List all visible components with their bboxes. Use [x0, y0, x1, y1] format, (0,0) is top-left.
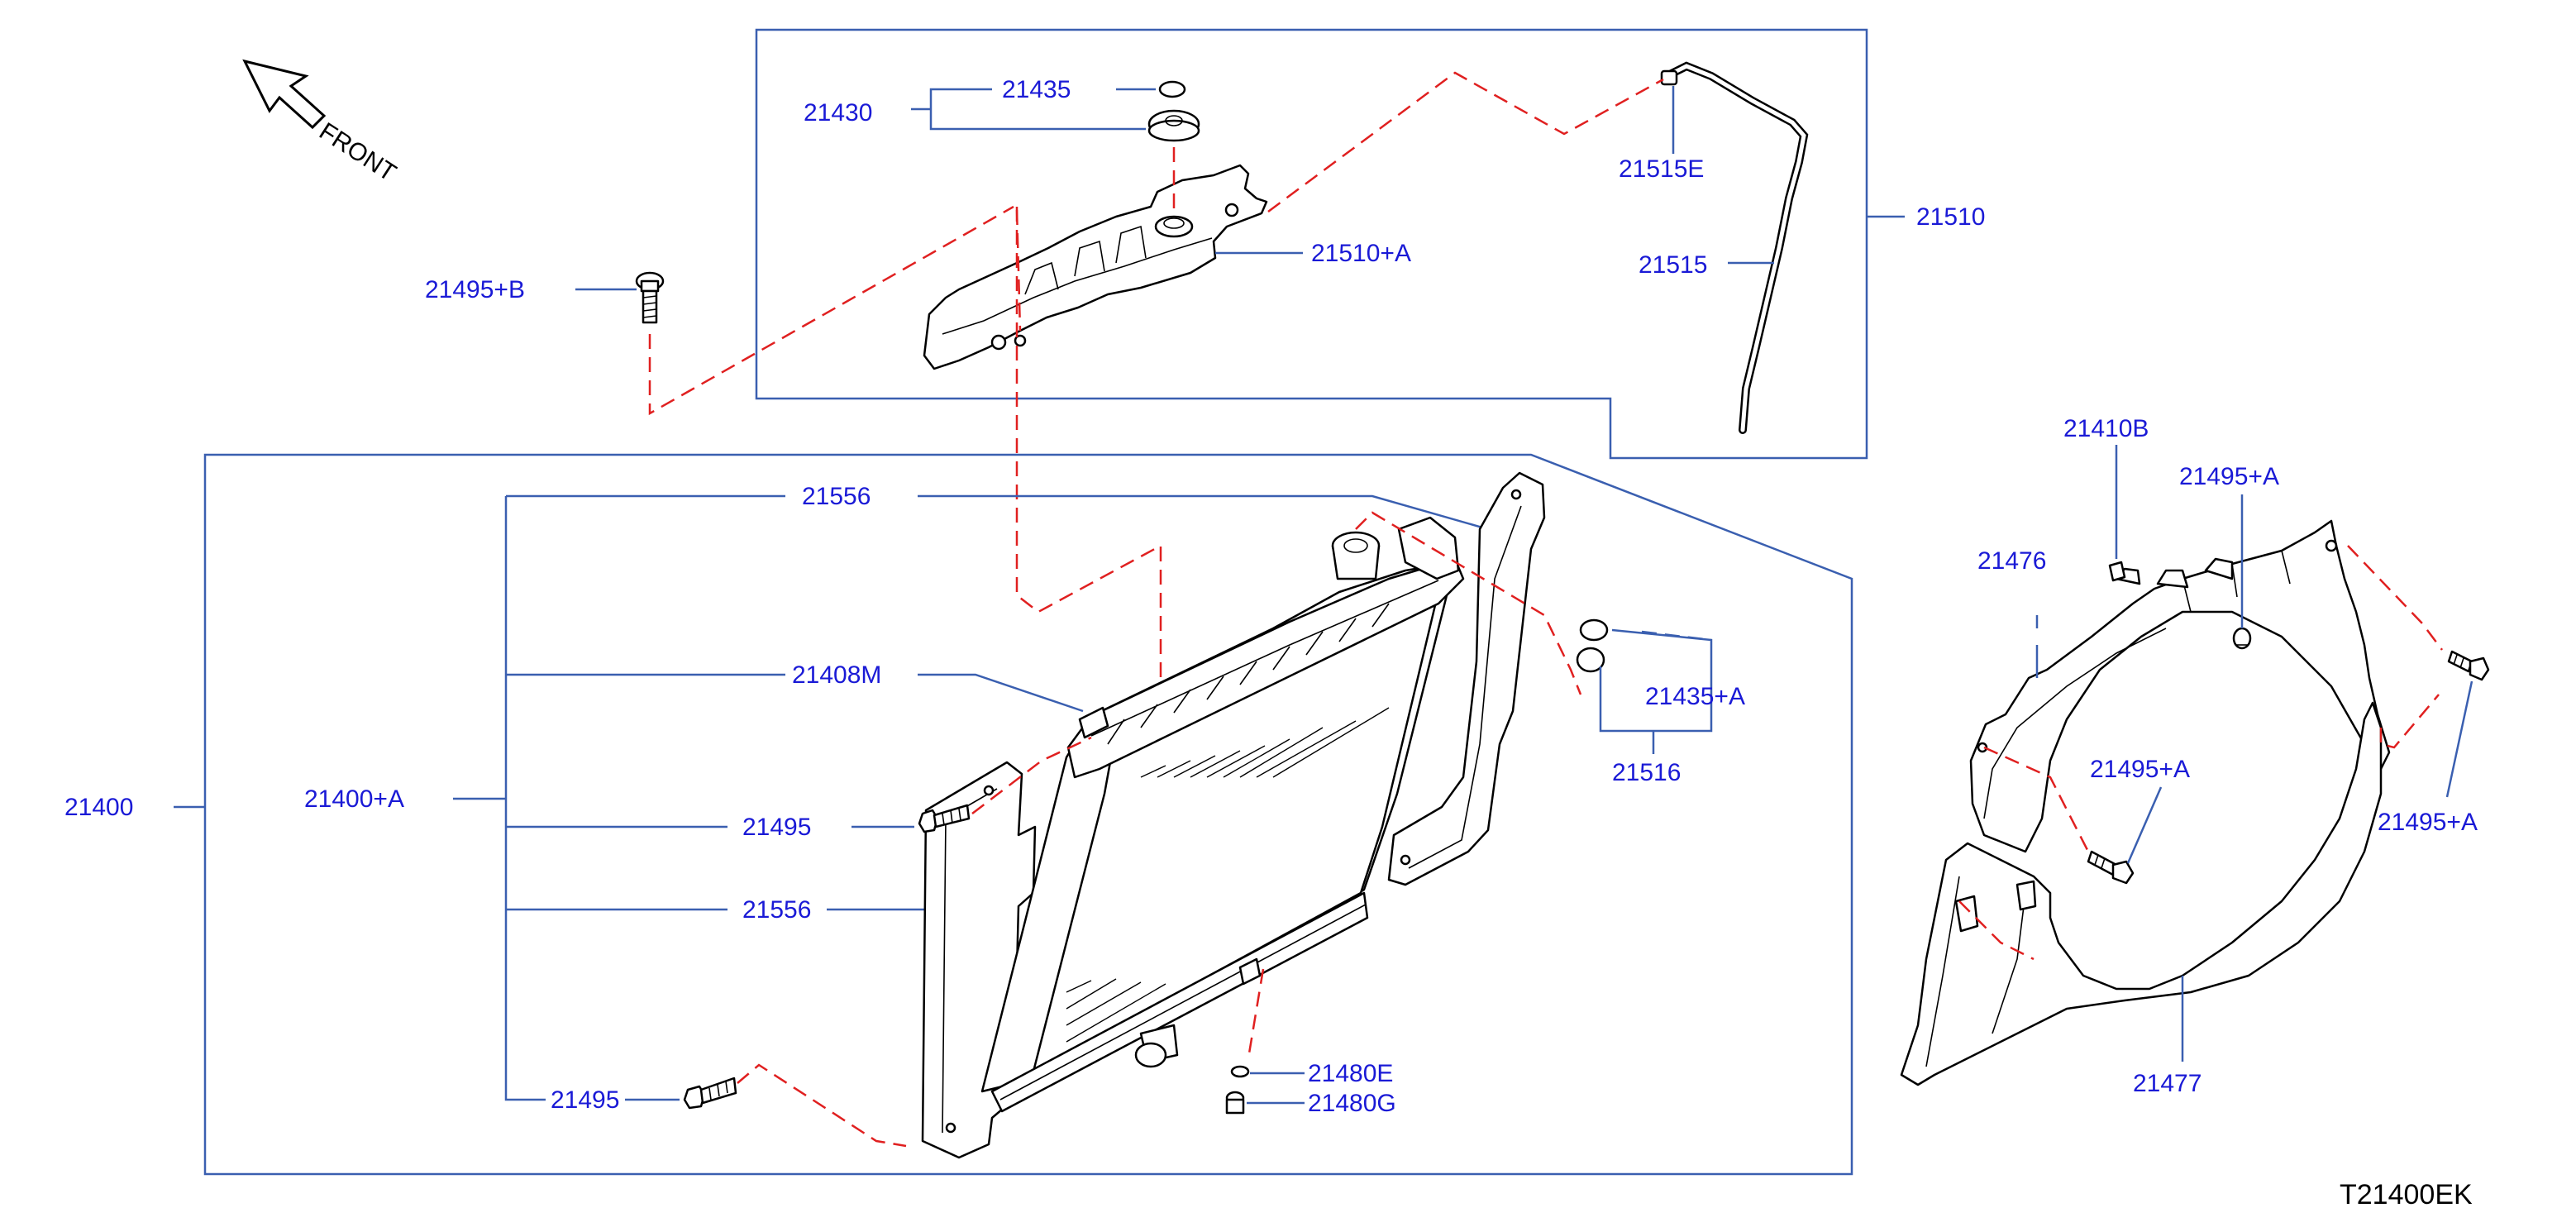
- label-21435[interactable]: 21435: [1002, 76, 1071, 103]
- reservoir-tank-part: [923, 164, 1268, 370]
- dash-tank-body: [1015, 209, 1022, 332]
- dash-bolt-21495-mid: [971, 736, 1092, 814]
- radiator-group-box: [203, 453, 1853, 1176]
- dash-bolt-21495b: [648, 205, 1014, 416]
- bolt-21495a-mid-icon: [2087, 850, 2135, 885]
- label-21476[interactable]: 21476: [1977, 547, 2046, 575]
- lower-fan-shroud-part: [1900, 701, 2383, 1086]
- front-arrow-icon: [242, 59, 327, 130]
- dash-bolt-right-lower: [2379, 694, 2440, 749]
- label-21515[interactable]: 21515: [1639, 251, 1707, 279]
- bolt-21495-bot-icon: [683, 1077, 737, 1110]
- label-21435a[interactable]: 21435+A: [1645, 683, 1745, 710]
- radiator-cap-part: [1576, 618, 1609, 673]
- bolt-21495-mid-icon: [918, 804, 971, 833]
- reservoir-group-box: [755, 28, 1868, 460]
- label-21495-mid[interactable]: 21495: [742, 814, 811, 841]
- dash-hose-to-tank: [1267, 71, 1664, 213]
- label-21480e[interactable]: 21480E: [1308, 1060, 1393, 1087]
- diagram-code: T21400EK: [2340, 1179, 2473, 1210]
- dash-bolt-right-upper: [2347, 545, 2443, 651]
- label-21510a[interactable]: 21510+A: [1311, 240, 1411, 267]
- label-21410b[interactable]: 21410B: [2063, 415, 2149, 442]
- label-21477[interactable]: 21477: [2133, 1070, 2202, 1097]
- leader-21556-top-right: [918, 494, 1489, 531]
- bolt-21495b-icon: [635, 271, 665, 324]
- leader-21435a: [1641, 630, 1712, 642]
- dash-drain-plug: [1247, 968, 1265, 1059]
- drain-plug-part: [1225, 1065, 1250, 1115]
- label-21495a-right[interactable]: 21495+A: [2378, 809, 2478, 836]
- label-21408m[interactable]: 21408M: [792, 661, 881, 689]
- label-21400a[interactable]: 21400+A: [304, 785, 404, 813]
- reservoir-cap-part: [1147, 80, 1200, 142]
- leader-tree-21400a: [504, 496, 546, 1101]
- bolt-21495a-top-icon: [2232, 627, 2252, 650]
- clip-21410b-icon: [2108, 561, 2126, 582]
- label-21516[interactable]: 21516: [1612, 759, 1681, 786]
- label-21495-bot[interactable]: 21495: [551, 1086, 619, 1114]
- upper-fan-shroud-part: [1969, 519, 2391, 853]
- label-21510[interactable]: 21510: [1916, 203, 1985, 231]
- label-21495a-mid[interactable]: 21495+A: [2090, 756, 2190, 783]
- overflow-hose-part: [1660, 61, 1809, 434]
- dash-shroud-lower: [1958, 900, 2035, 961]
- label-21495a-top[interactable]: 21495+A: [2179, 463, 2279, 490]
- dash-bolt-mid: [1983, 746, 2090, 852]
- leader-21495a-right: [2445, 680, 2473, 798]
- bolt-21495a-right-icon: [2447, 650, 2490, 681]
- label-21430[interactable]: 21430: [804, 99, 872, 127]
- label-21556-mid[interactable]: 21556: [742, 896, 811, 924]
- front-label: FRONT: [314, 117, 401, 187]
- label-21556-top[interactable]: 21556: [802, 483, 871, 510]
- label-21400[interactable]: 21400: [64, 794, 133, 821]
- radiator-core-part: [980, 516, 1465, 1113]
- label-21515e[interactable]: 21515E: [1619, 155, 1704, 183]
- leader-21408m: [506, 673, 1084, 713]
- dash-tank-to-radiator: [1015, 207, 1162, 678]
- leader-21430-21435: [911, 88, 1146, 131]
- leader-21435a-21516: [1599, 628, 1713, 733]
- label-21495b[interactable]: 21495+B: [425, 276, 525, 303]
- label-21480g[interactable]: 21480G: [1308, 1090, 1396, 1117]
- leader-21495a-mid: [2126, 786, 2163, 864]
- dash-bolt-21495-bot: [737, 1063, 907, 1148]
- right-side-bracket-part: [1387, 471, 1546, 886]
